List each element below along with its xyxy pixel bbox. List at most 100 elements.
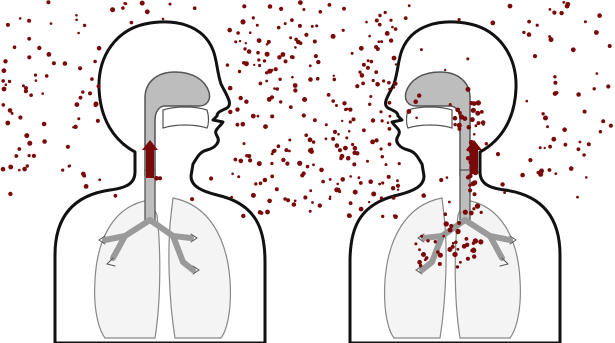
particle: [231, 173, 234, 176]
particle: [380, 196, 383, 199]
particle: [228, 86, 233, 91]
particle: [544, 147, 546, 149]
particle: [554, 172, 557, 175]
particle: [472, 248, 475, 251]
particle: [358, 71, 361, 74]
particle: [319, 168, 324, 173]
particle: [265, 210, 270, 215]
particle: [471, 108, 476, 113]
particle: [41, 92, 44, 95]
particle: [381, 155, 384, 158]
particle: [376, 47, 380, 51]
particle: [328, 3, 332, 7]
particle: [226, 63, 229, 66]
particle: [420, 48, 423, 51]
particle: [466, 156, 471, 161]
particle: [447, 247, 452, 252]
particle: [263, 124, 268, 129]
particle: [333, 78, 337, 82]
particle: [348, 130, 351, 133]
particle: [293, 88, 297, 92]
particle: [333, 75, 335, 77]
particle: [457, 108, 460, 111]
particle: [270, 175, 274, 179]
particle: [245, 154, 248, 157]
particle: [362, 128, 366, 132]
particle: [583, 110, 587, 114]
particle: [366, 160, 369, 163]
particle: [368, 179, 373, 184]
particle: [388, 127, 392, 131]
particle: [526, 100, 529, 103]
particle: [413, 99, 418, 104]
particle: [457, 248, 460, 251]
particle: [63, 61, 68, 66]
particle: [34, 74, 37, 77]
particle: [259, 182, 263, 186]
particle: [353, 146, 358, 151]
particle: [391, 186, 395, 190]
particle: [27, 19, 31, 23]
particle: [297, 161, 302, 166]
particle: [417, 260, 422, 265]
particle: [442, 235, 445, 238]
particle: [1, 167, 6, 172]
particle: [140, 1, 145, 6]
particle: [26, 164, 29, 167]
particle: [362, 63, 366, 67]
particle: [473, 133, 476, 136]
particle: [265, 71, 268, 74]
particle: [346, 156, 351, 161]
particle: [329, 178, 332, 181]
particle: [466, 87, 471, 92]
particle: [466, 57, 469, 60]
particle: [388, 88, 391, 91]
particle: [267, 199, 272, 204]
particle: [318, 203, 322, 207]
particle: [309, 149, 314, 154]
particle: [239, 96, 243, 100]
particle: [313, 40, 317, 44]
particle: [388, 142, 392, 146]
particle: [19, 17, 22, 20]
particle: [391, 26, 394, 29]
particle: [77, 32, 80, 35]
particle: [42, 139, 47, 144]
particle: [13, 45, 17, 49]
particle: [368, 103, 371, 106]
particle: [90, 77, 94, 81]
particle: [351, 52, 354, 55]
particle: [475, 203, 480, 208]
particle: [549, 8, 552, 11]
particle: [467, 125, 472, 130]
particle: [594, 30, 599, 35]
particle: [472, 254, 476, 258]
particle: [559, 11, 563, 15]
particle: [275, 87, 279, 91]
particle: [552, 11, 556, 15]
particle: [338, 190, 341, 193]
particle: [601, 119, 605, 123]
particle: [75, 19, 78, 22]
particle: [380, 40, 383, 43]
particle: [446, 176, 449, 179]
particle: [321, 180, 325, 184]
particle: [342, 101, 346, 105]
particle: [548, 145, 552, 149]
particle: [396, 184, 400, 188]
particle: [24, 86, 28, 90]
particle: [587, 142, 591, 146]
particle: [562, 1, 565, 4]
particle: [571, 47, 576, 52]
particle: [599, 130, 602, 133]
particle: [481, 120, 486, 125]
particle: [469, 148, 474, 153]
particle: [277, 144, 281, 148]
particle: [121, 6, 125, 10]
particle: [395, 63, 397, 65]
particle: [385, 163, 388, 166]
particle: [334, 189, 337, 192]
particle: [528, 158, 532, 162]
particle: [551, 137, 556, 142]
